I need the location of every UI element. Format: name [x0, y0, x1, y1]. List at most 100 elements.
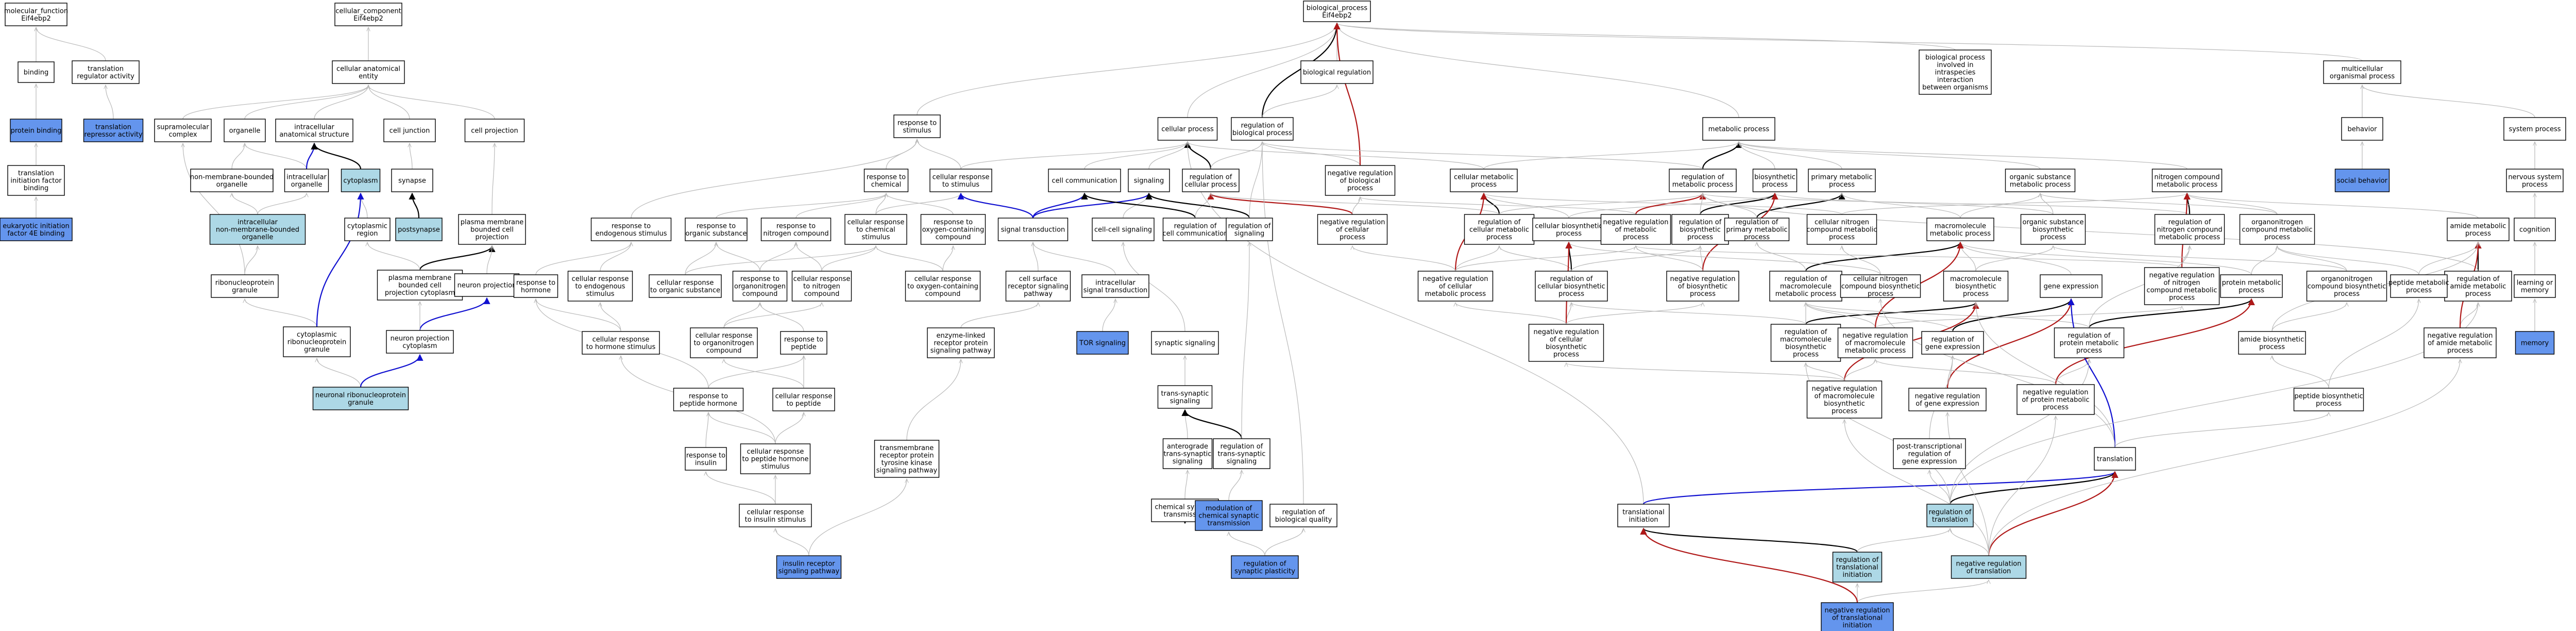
go-term-node-cellproj[interactable]: cell projection: [464, 119, 525, 142]
go-term-node-celljunc[interactable]: cell junction: [383, 119, 436, 142]
go-term-node-ccsig[interactable]: cell-cell signaling: [1092, 218, 1155, 241]
go-term-node-pbind[interactable]: protein binding: [10, 119, 62, 142]
go-term-node-inmbo[interactable]: intracellularnon-membrane-boundedorganel…: [209, 214, 306, 245]
go-term-node-cognition[interactable]: cognition: [2514, 218, 2556, 241]
go-term-node-translation[interactable]: translation: [2094, 447, 2136, 471]
go-term-node-metab[interactable]: metabolic process: [1702, 117, 1775, 141]
go-term-node-bioreg[interactable]: biological regulation: [1300, 60, 1374, 84]
go-term-node-cytoplasm[interactable]: cytoplasm: [341, 169, 381, 192]
go-term-node-organelle[interactable]: organelle: [224, 119, 266, 142]
go-term-node-sysproc[interactable]: system process: [2503, 117, 2566, 141]
go-term-node-cellcomm[interactable]: cell communication: [1048, 169, 1121, 192]
go-term-node-behavior[interactable]: behavior: [2341, 117, 2383, 141]
go-term-node-rmbp[interactable]: regulation ofmacromoleculebiosyntheticpr…: [1770, 324, 1841, 362]
